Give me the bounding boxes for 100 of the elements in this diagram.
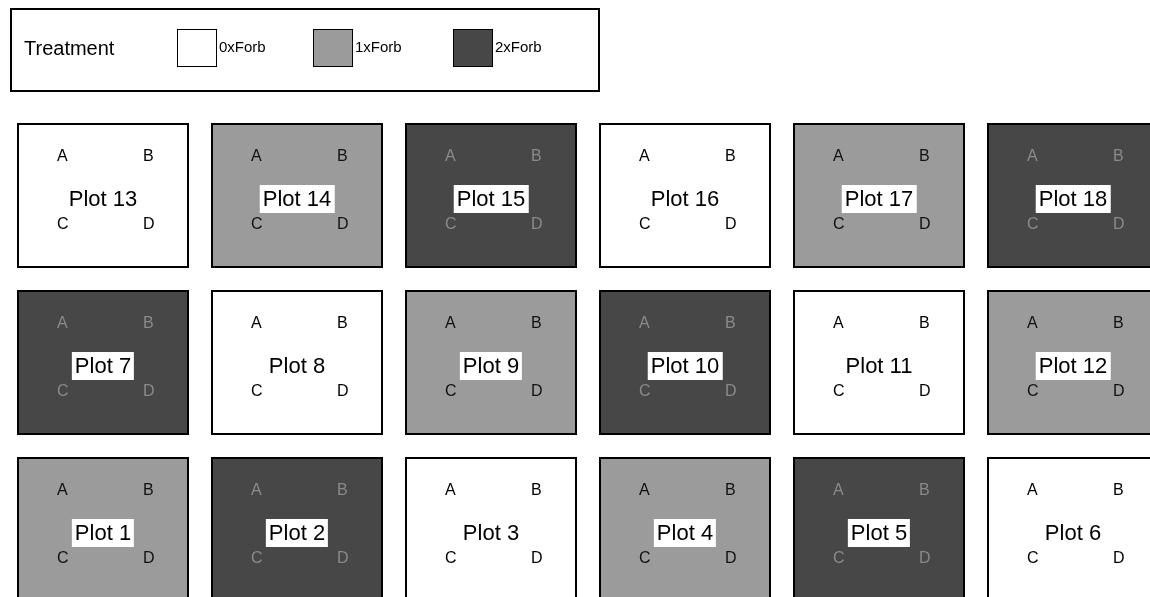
plot-label: Plot 15 [453,185,529,213]
subplot-letter: B [919,481,930,499]
subplot-letter: A [251,481,262,499]
plot-box [211,123,383,268]
subplot-letter: D [919,549,931,567]
subplot-letter: B [337,314,348,332]
plot-box [599,457,771,597]
subplot-letter: C [1027,382,1039,400]
subplot-letter: B [337,147,348,165]
plot-box [599,123,771,268]
subplot-letter: A [57,314,68,332]
subplot-letter: C [833,549,845,567]
subplot-letter: A [251,314,262,332]
subplot-letter: D [1113,382,1125,400]
subplot-letter: C [57,215,69,233]
subplot-letter: A [57,147,68,165]
subplot-letter: B [531,481,542,499]
subplot-letter: A [639,481,650,499]
subplot-letter: D [143,549,155,567]
subplot-letter: B [725,481,736,499]
subplot-letter: C [445,215,457,233]
subplot-letter: B [919,314,930,332]
subplot-letter: D [337,549,349,567]
plot-box [987,457,1150,597]
subplot-letter: B [531,314,542,332]
subplot-letter: D [337,382,349,400]
subplot-letter: A [833,314,844,332]
plot-box [405,123,577,268]
plot-box [17,457,189,597]
subplot-letter: C [251,382,263,400]
subplot-letter: B [919,147,930,165]
plot-label: Plot 1 [71,519,135,547]
plot-box [599,290,771,435]
subplot-letter: D [725,549,737,567]
subplot-letter: A [251,147,262,165]
subplot-letter: A [445,481,456,499]
subplot-letter: D [531,549,543,567]
subplot-letter: A [1027,481,1038,499]
subplot-letter: A [1027,147,1038,165]
plot-label: Plot 9 [459,352,523,380]
subplot-letter: D [337,215,349,233]
plot-label: Plot 4 [653,519,717,547]
subplot-letter: B [531,147,542,165]
subplot-letter: C [639,215,651,233]
subplot-letter: D [725,382,737,400]
subplot-letter: C [833,382,845,400]
plot-box [405,457,577,597]
subplot-letter: B [1113,147,1124,165]
subplot-letter: C [1027,215,1039,233]
subplot-letter: C [1027,549,1039,567]
plot-label: Plot 17 [841,185,917,213]
plot-box [17,123,189,268]
subplot-letter: D [919,382,931,400]
plot-label: Plot 12 [1035,352,1111,380]
subplot-letter: D [531,382,543,400]
subplot-letter: A [445,147,456,165]
plot-box [211,457,383,597]
subplot-letter: B [1113,481,1124,499]
plot-box [793,290,965,435]
plot-box [405,290,577,435]
subplot-letter: C [251,215,263,233]
legend-label: 2xForb [495,38,542,55]
subplot-letter: C [57,382,69,400]
subplot-letter: C [445,549,457,567]
subplot-letter: D [919,215,931,233]
subplot-letter: A [639,314,650,332]
subplot-letter: B [725,314,736,332]
subplot-letter: C [251,549,263,567]
subplot-letter: B [143,481,154,499]
plot-box [17,290,189,435]
plot-box [987,290,1150,435]
subplot-letter: A [833,147,844,165]
plot-box [987,123,1150,268]
subplot-letter: B [143,147,154,165]
subplot-letter: B [143,314,154,332]
subplot-letter: A [833,481,844,499]
legend-label: 1xForb [355,38,402,55]
subplot-letter: B [1113,314,1124,332]
subplot-letter: A [1027,314,1038,332]
plot-label: Plot 7 [71,352,135,380]
plot-box [793,123,965,268]
subplot-letter: D [143,382,155,400]
subplot-letter: C [639,382,651,400]
subplot-letter: D [1113,549,1125,567]
subplot-letter: A [639,147,650,165]
subplot-letter: D [143,215,155,233]
plot-label: Plot 2 [265,519,329,547]
subplot-letter: D [725,215,737,233]
plot-label: Plot 14 [259,185,335,213]
subplot-letter: A [57,481,68,499]
subplot-letter: D [531,215,543,233]
plot-box [211,290,383,435]
subplot-letter: B [725,147,736,165]
plot-label: Plot 5 [847,519,911,547]
subplot-letter: D [1113,215,1125,233]
subplot-letter: C [57,549,69,567]
subplot-letter: C [445,382,457,400]
plot-label: Plot 10 [647,352,723,380]
subplot-letter: C [833,215,845,233]
plot-box [793,457,965,597]
